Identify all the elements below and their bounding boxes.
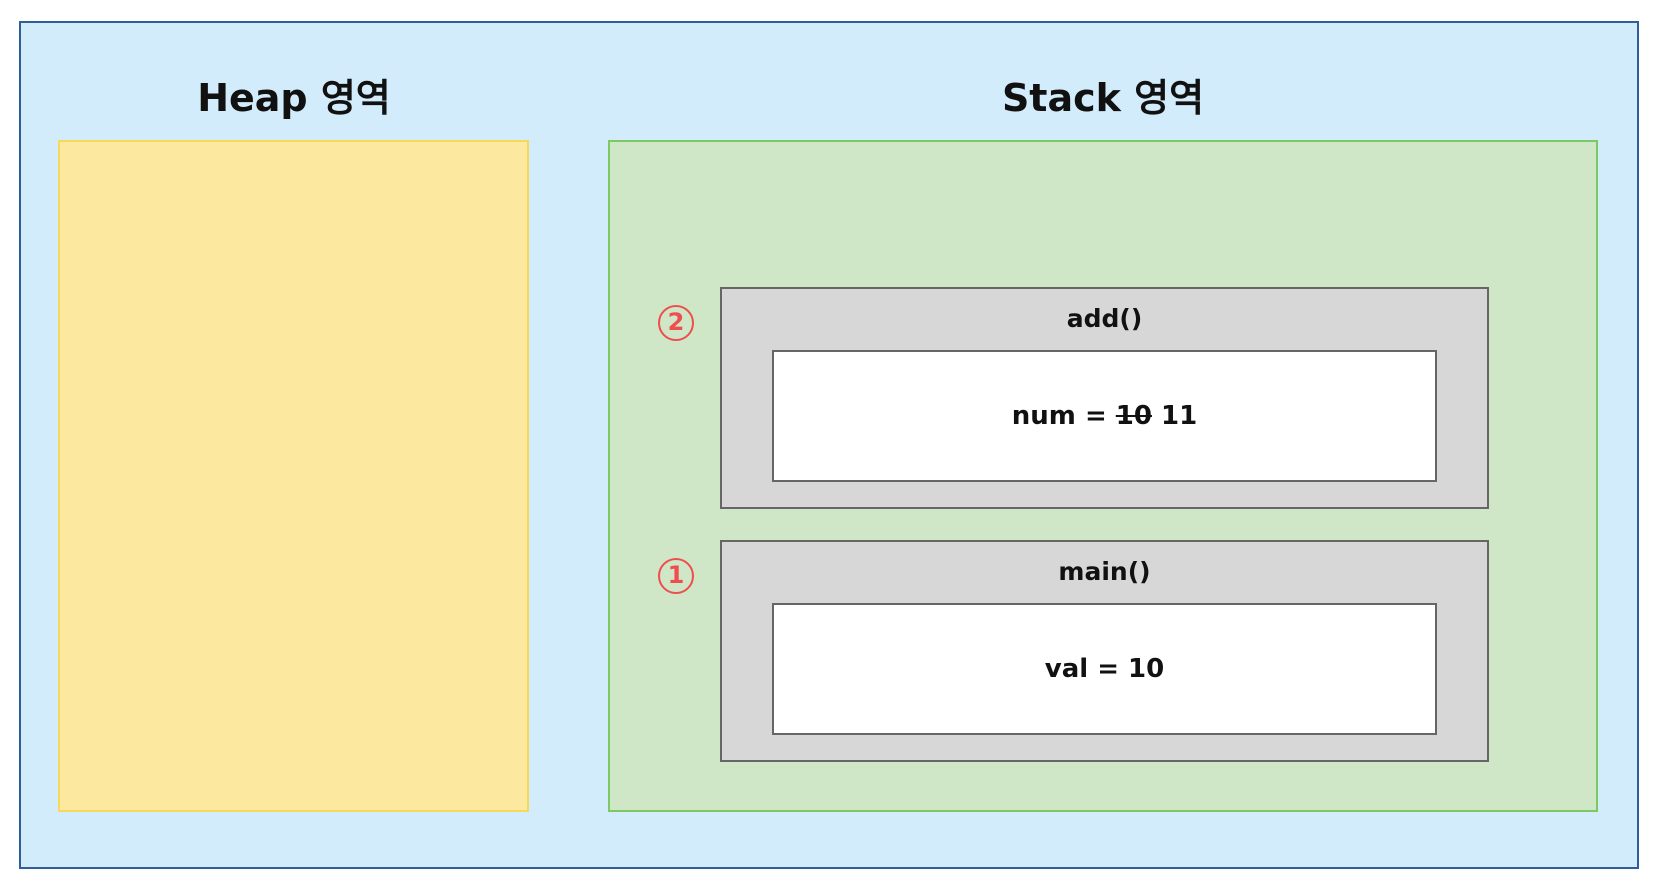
stack-area: 2 add() num = 10 11 1 main() val = 10 — [608, 140, 1598, 812]
value-separator — [1152, 401, 1161, 431]
local-variable-num: num = 10 11 — [772, 350, 1437, 482]
stack-frame-add: add() num = 10 11 — [720, 287, 1489, 509]
order-marker-2: 2 — [658, 305, 694, 341]
frame-title-main: main() — [1058, 557, 1151, 586]
variable-val-text: val = 10 — [1044, 654, 1165, 684]
order-marker-1: 1 — [658, 558, 694, 594]
stack-frame-main: main() val = 10 — [720, 540, 1489, 762]
local-variable-val: val = 10 — [772, 603, 1437, 735]
variable-name-num: num = — [1011, 401, 1116, 431]
heap-area — [58, 140, 529, 812]
old-value: 10 — [1115, 401, 1152, 431]
stack-title: Stack 영역 — [1001, 76, 1205, 120]
heap-title: Heap 영역 — [197, 76, 391, 120]
memory-diagram: Heap 영역 Stack 영역 2 add() num = 10 11 1 m… — [19, 21, 1639, 869]
new-value: 11 — [1161, 401, 1198, 431]
frame-title-add: add() — [1066, 304, 1143, 333]
